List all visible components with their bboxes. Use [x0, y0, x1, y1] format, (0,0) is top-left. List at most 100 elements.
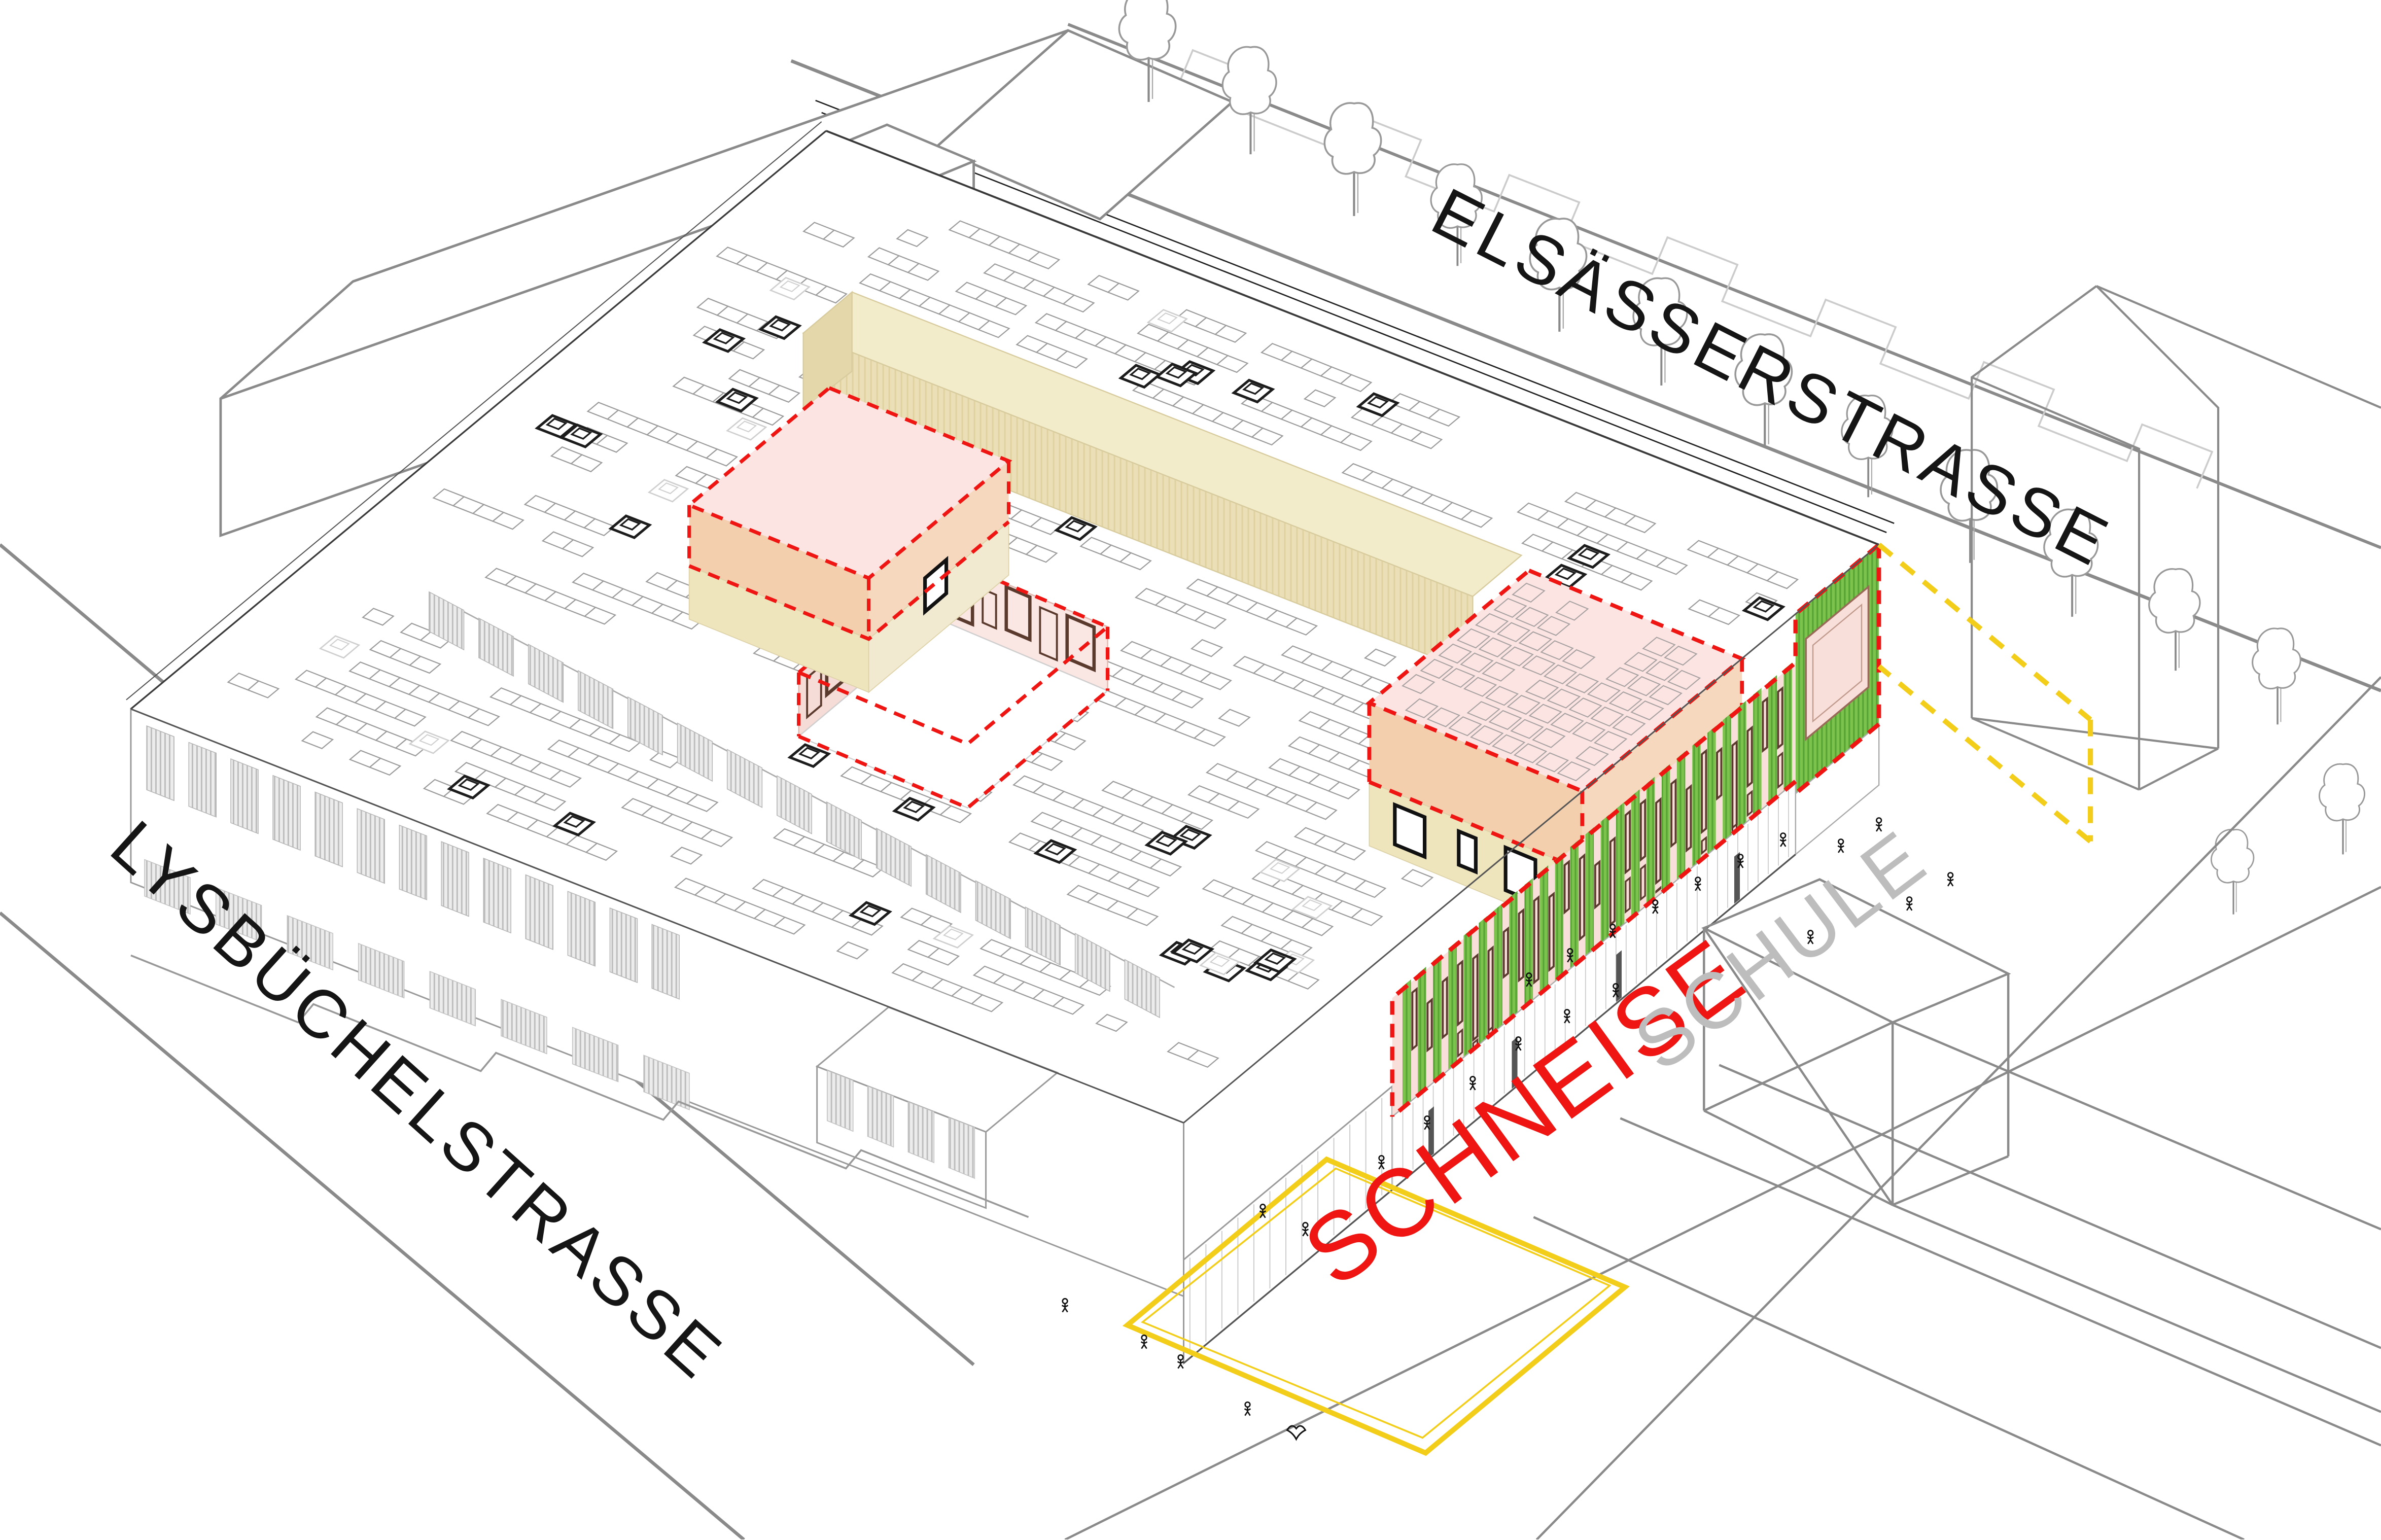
big-box-solar-panel	[1645, 660, 1679, 681]
big-box-window	[1393, 802, 1427, 860]
annex-hatch-panel	[867, 1086, 894, 1148]
facade-window	[1670, 778, 1677, 848]
facade-window	[1746, 725, 1753, 788]
big-box-solar-panel	[1532, 728, 1566, 748]
big-box-solar-panel	[1405, 698, 1439, 719]
big-box-solar-panel	[1518, 631, 1553, 651]
big-box-solar-panel	[1460, 652, 1494, 673]
facade-window	[1487, 945, 1494, 1035]
facade-green-stripe	[1403, 979, 1411, 1111]
dock-clerestory-panel	[501, 999, 547, 1055]
context-school-buildings	[1064, 285, 2381, 1540]
street-edge-lysbuechel-far	[0, 912, 745, 1540]
big-box-solar-panel	[1550, 713, 1584, 733]
facade-red-dash-bottom	[1391, 544, 1881, 1118]
big-box-solar-panel	[1426, 707, 1460, 727]
skylight-icon	[1171, 938, 1215, 964]
clerestory-panel	[429, 591, 465, 651]
big-box-solar-panel	[1496, 622, 1531, 643]
person-icon	[1947, 872, 1954, 887]
facade-window	[1457, 959, 1463, 1027]
person-icon	[1652, 899, 1659, 914]
big-box-solar-panel	[1448, 716, 1482, 737]
facade-green-stripe	[1585, 827, 1594, 959]
clerestory-panel	[677, 722, 713, 782]
solar-panel	[1410, 431, 1443, 449]
big-box-solar-panel	[1649, 685, 1683, 706]
big-box-solar-panel	[1612, 715, 1646, 736]
facade-window	[1701, 749, 1707, 834]
platform-edge-1	[1620, 1117, 2381, 1447]
solar-panel	[1214, 325, 1247, 343]
facade-window	[1746, 790, 1753, 817]
solar-panel	[1190, 639, 1223, 657]
small-box-top	[689, 388, 1009, 578]
roof-edge-ne	[825, 130, 1879, 546]
tree-icon	[1734, 333, 1793, 447]
skylight-apex	[570, 427, 592, 440]
facade-green-stripe	[1539, 865, 1549, 997]
solar-panel	[1029, 517, 1063, 535]
facade-window	[1624, 809, 1631, 874]
small-box-dash-vert	[687, 461, 1011, 639]
clerestory-panel	[925, 854, 961, 914]
solar-panel	[1227, 800, 1260, 819]
person-icon	[1906, 896, 1913, 911]
tree-icon	[2319, 763, 2365, 855]
courtyard-window	[1065, 613, 1096, 673]
dock-clerestory-panel	[429, 970, 476, 1027]
big-box-solar-panel	[1475, 613, 1509, 634]
skylight-icon	[1118, 364, 1162, 389]
facade-window	[1609, 836, 1616, 927]
solar-panel	[1620, 572, 1653, 591]
person-icon	[1469, 1075, 1476, 1091]
skylight-icon	[1253, 948, 1297, 973]
tree-icon	[1323, 102, 1382, 216]
person-icon	[1875, 817, 1882, 832]
big-box-solar-panel	[1540, 640, 1574, 660]
big-box-solar-panel	[1543, 664, 1578, 685]
solar-panel	[906, 263, 940, 281]
facade-green-stripe	[1524, 878, 1533, 1010]
facade-window	[1701, 835, 1707, 855]
solar-panel	[1095, 1013, 1128, 1032]
roof-edges	[126, 121, 1880, 1124]
person-icon	[1061, 1298, 1069, 1313]
solar-panel	[767, 384, 801, 403]
skylight-apex	[1179, 828, 1202, 842]
person-icon	[1694, 877, 1701, 891]
big-box-solar-panel	[1562, 649, 1596, 670]
sw-clerestory-panel	[441, 841, 469, 917]
solar-panel	[896, 229, 929, 248]
big-box-solar-panel	[1642, 637, 1676, 657]
solar-panel	[705, 448, 739, 467]
skylight-icon	[1146, 309, 1188, 333]
tree-icon	[1221, 46, 1277, 155]
big-box-solar-panel	[1438, 643, 1473, 664]
skylight-apex	[1270, 862, 1290, 874]
solar-panel	[1301, 918, 1334, 936]
roof-edge-sw	[130, 708, 1184, 1124]
solar-panel	[1287, 971, 1320, 990]
facade-ground-line	[1183, 854, 1796, 1364]
skylight-icon	[1741, 596, 1785, 621]
big-box-solar-panel	[1470, 725, 1504, 746]
person-icon	[1779, 832, 1787, 847]
skylight-icon	[1154, 362, 1199, 388]
skylight-apex	[1578, 547, 1600, 561]
big-box-solar-panel	[1491, 734, 1526, 754]
solar-panel	[583, 518, 616, 537]
skylight-apex	[458, 778, 480, 791]
facade-green-stripe	[1631, 789, 1640, 921]
clerestory-panel	[975, 880, 1011, 939]
solar-panel	[751, 407, 785, 426]
dock-clerestory-panel	[643, 1055, 690, 1110]
person-icon	[1378, 1154, 1385, 1170]
tree-icon	[1841, 394, 1894, 498]
big-box-solar-panel	[1575, 746, 1609, 766]
person-icon	[1259, 1203, 1267, 1218]
solar-panel	[1055, 350, 1088, 369]
facade-green-stripe	[1768, 675, 1777, 807]
